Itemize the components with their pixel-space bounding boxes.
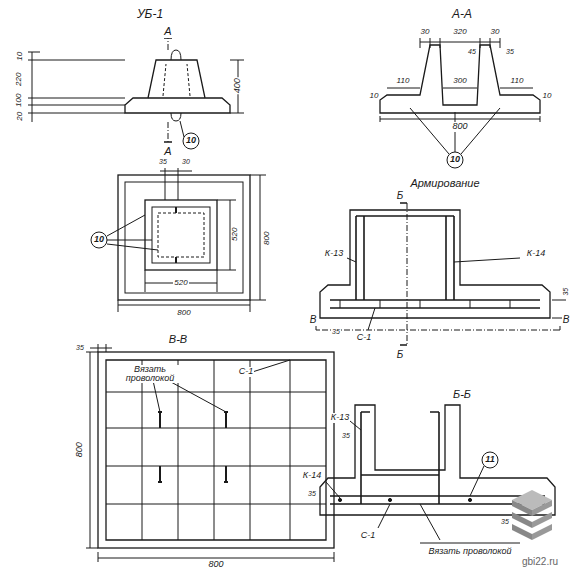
dimension-label: К-14	[302, 471, 322, 480]
dimension-label: С-1	[238, 367, 255, 376]
dimension-label: 35	[307, 490, 317, 497]
dimension-label: 10	[16, 51, 24, 62]
dimension-label: 35	[341, 432, 351, 439]
dimension-label: 35	[562, 287, 569, 297]
dimension-label: 35	[331, 328, 341, 335]
dimension-label: А-А	[451, 8, 473, 21]
dimension-label: 800	[75, 441, 84, 458]
dimension-label: А	[163, 146, 172, 158]
dimension-label: В	[562, 315, 571, 326]
dimension-label: Армирование	[409, 178, 480, 190]
dimension-label: 400	[233, 77, 242, 94]
dimension-label: 110	[510, 77, 525, 85]
callout-number: 10	[93, 235, 105, 244]
dimension-label: 300	[452, 77, 467, 85]
dimension-label: 800	[176, 309, 191, 317]
dimension-label: В	[309, 315, 318, 326]
dimension-label: Б	[396, 191, 405, 202]
dimension-label: 100	[16, 92, 24, 107]
dimension-label: 35	[500, 518, 510, 525]
dimension-label: 520	[232, 226, 240, 241]
dimension-label: А	[163, 26, 172, 38]
dimension-label: 800	[207, 560, 224, 569]
dimension-label: Б	[396, 350, 405, 361]
dimension-label: К-13	[330, 413, 350, 422]
dimension-label: 110	[396, 77, 411, 85]
dimension-label: 35	[158, 158, 168, 165]
dimension-label: 800	[451, 122, 468, 131]
dimension-label: 10	[369, 92, 380, 100]
dimension-label: Вязать проволокой	[118, 365, 182, 384]
callout-number: 10	[449, 155, 461, 164]
dimension-label: 520	[173, 279, 188, 287]
dimension-label: 220	[16, 71, 24, 86]
dimension-label: Вязать проволокой	[427, 547, 512, 556]
dimension-label: 30	[420, 28, 431, 36]
dimension-label: 35	[75, 344, 85, 351]
dimension-label: 320	[452, 28, 467, 36]
dimension-label: Б-Б	[452, 389, 472, 401]
dimension-label: УБ-1	[136, 8, 164, 21]
dimension-label: 35	[505, 48, 515, 55]
dimension-label: 45	[467, 48, 477, 55]
watermark: gbi22.ru	[521, 557, 559, 568]
dimension-label: С-1	[356, 333, 373, 342]
dimension-label: К-13	[324, 249, 344, 258]
dimension-label: 10	[542, 92, 553, 100]
dimension-label: 30	[181, 158, 191, 165]
dimension-label: С-1	[360, 531, 377, 540]
callout-number: 11	[484, 455, 495, 464]
dimension-label: В-В	[168, 334, 188, 346]
dimension-label: 30	[490, 28, 501, 36]
callout-number: 10	[185, 136, 197, 145]
dimension-label: 800	[264, 230, 272, 245]
dimension-label: К-14	[526, 249, 546, 258]
dimension-label: 20	[16, 111, 24, 122]
